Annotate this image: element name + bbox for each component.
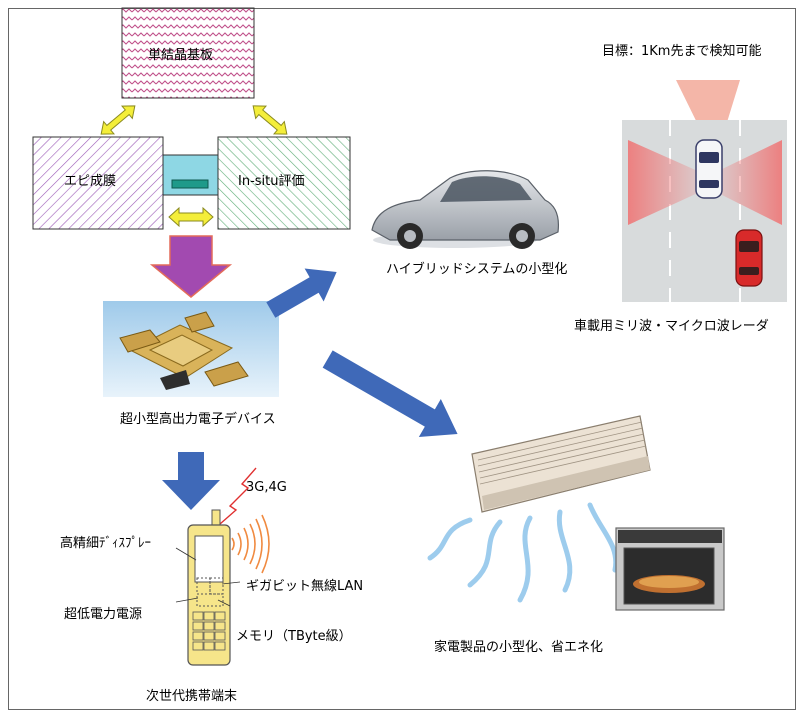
display-label: 高精細ﾃﾞｨｽﾌﾟﾚｰ: [60, 536, 152, 551]
phone-caption: 次世代携帯端末: [146, 689, 238, 704]
radar-side-beam-left-icon: [628, 140, 700, 225]
airflow-icon: [427, 502, 619, 603]
appliances-label: 家電製品の小型化、省エネ化: [434, 640, 604, 655]
network-label: 3G,4G: [246, 480, 287, 495]
insitu-box: [217, 136, 351, 230]
blue-arrow-phone: [162, 452, 220, 510]
phone-leader-lines: [175, 547, 241, 607]
substrate-box: [121, 7, 255, 99]
red-car-icon: [735, 229, 763, 287]
yellow-double-arrow-bottom: [168, 206, 214, 228]
radar-label: 車載用ミリ波・マイクロ波レーダ: [574, 319, 769, 334]
radar-goal-label: 目標：1Km先まで検知可能: [602, 44, 762, 59]
hybrid-car-image: [371, 170, 560, 249]
device-caption: 超小型高出力電子デバイス: [120, 412, 276, 427]
hybrid-label: ハイブリッドシステムの小型化: [386, 262, 568, 277]
yellow-double-arrow-left: [100, 105, 136, 135]
chamber-box: [162, 154, 219, 196]
phone-image: [187, 509, 231, 666]
white-car-icon: [695, 139, 723, 199]
microwave-image: [615, 527, 725, 611]
device-chip-image: [119, 311, 249, 390]
memory-label: メモリ（TByte級）: [236, 629, 352, 644]
diagram-frame: [8, 8, 796, 710]
yellow-double-arrow-right: [252, 105, 288, 135]
wireless-label: ギガビット無線LAN: [246, 579, 364, 594]
sample-bar: [171, 179, 209, 189]
wave-icon: [231, 514, 270, 574]
blue-arrow-hybrid: [266, 268, 337, 318]
power-label: 超低電力電源: [64, 607, 143, 622]
insitu-label: In-situ評価: [238, 174, 305, 189]
radar-side-beam-right-icon: [716, 140, 782, 225]
signal-bolt-icon: [219, 467, 257, 525]
air-conditioner-image: [471, 415, 651, 513]
purple-down-arrow: [149, 235, 233, 298]
epi-box: [32, 136, 164, 230]
epi-label: エピ成膜: [64, 174, 117, 189]
blue-arrow-appliances: [322, 350, 458, 438]
substrate-label: 単結晶基板: [148, 48, 214, 63]
